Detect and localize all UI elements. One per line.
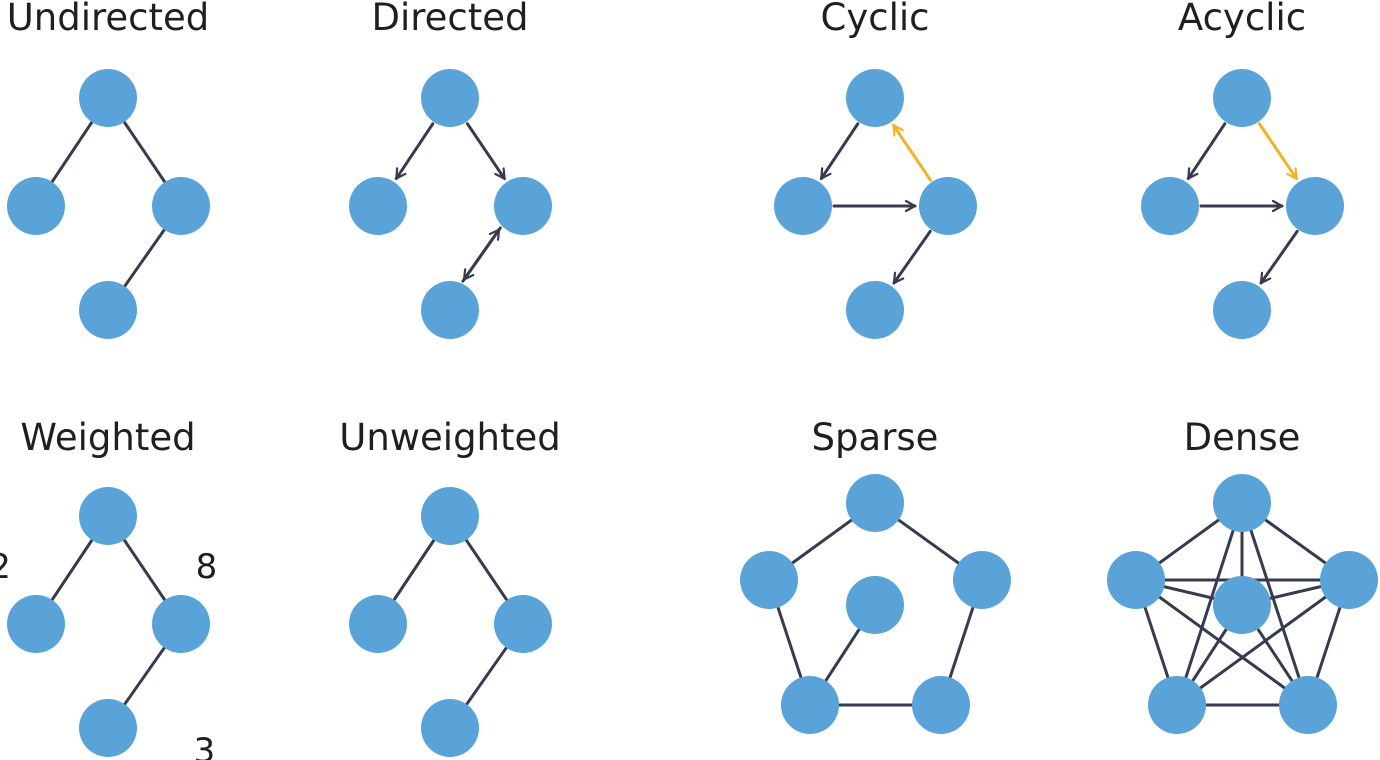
node-directed-left (349, 177, 407, 235)
weight-label-right-bottom: 3 (194, 731, 216, 760)
node-acyclic-left (1141, 177, 1199, 235)
node-dense-upper-left (1107, 551, 1165, 609)
edge-cyclic-right-to-top (891, 123, 933, 182)
node-unweighted-right (494, 595, 552, 653)
panel-title-weighted: Weighted (20, 416, 195, 459)
node-sparse-upper-right (953, 551, 1011, 609)
weight-label-top-left: 2 (0, 547, 11, 587)
weights-weighted: 2 8 3 (0, 547, 217, 760)
panel-weighted: Weighted 2 8 3 (0, 416, 217, 760)
node-acyclic-right (1286, 177, 1344, 235)
edge-dense-top-to-lower-right (1240, 501, 1310, 707)
panel-acyclic: Acyclic (1141, 0, 1344, 339)
weight-label-top-right: 8 (196, 547, 218, 587)
nodes-directed (349, 69, 552, 339)
nodes-acyclic (1141, 69, 1344, 339)
node-cyclic-right (919, 177, 977, 235)
node-cyclic-bottom (846, 281, 904, 339)
node-acyclic-top (1213, 69, 1271, 127)
node-unweighted-bottom (421, 699, 479, 757)
node-undirected-bottom (79, 281, 137, 339)
panel-unweighted: Unweighted (339, 416, 561, 757)
node-directed-top (421, 69, 479, 127)
panel-title-sparse: Sparse (812, 416, 939, 459)
node-undirected-top (79, 69, 137, 127)
panel-title-cyclic: Cyclic (821, 0, 930, 39)
edge-acyclic-top-to-left (1186, 122, 1227, 181)
node-dense-lower-left (1148, 676, 1206, 734)
node-sparse-upper-left (740, 551, 798, 609)
node-weighted-bottom (79, 699, 137, 757)
nodes-undirected (7, 69, 210, 339)
node-directed-right (494, 177, 552, 235)
node-unweighted-top (421, 487, 479, 545)
panel-sparse: Sparse (740, 416, 1011, 734)
node-acyclic-bottom (1213, 281, 1271, 339)
node-dense-upper-right (1320, 551, 1378, 609)
node-undirected-right (152, 177, 210, 235)
node-dense-center (1213, 576, 1271, 634)
edge-dense-upper-right-to-lower-left (1175, 578, 1351, 707)
edge-directed-top-to-left (394, 122, 435, 181)
edge-dense-top-to-lower-left (1175, 501, 1244, 707)
panel-directed: Directed (349, 0, 552, 339)
panel-cyclic: Cyclic (774, 0, 977, 339)
node-sparse-lower-left (781, 676, 839, 734)
node-dense-top (1213, 474, 1271, 532)
edges-acyclic (1186, 122, 1299, 285)
edges-directed (394, 122, 507, 283)
node-weighted-right (152, 595, 210, 653)
node-sparse-lower-right (912, 676, 970, 734)
node-weighted-left (7, 595, 65, 653)
node-weighted-top (79, 487, 137, 545)
nodes-cyclic (774, 69, 977, 339)
edges-cyclic (819, 122, 933, 285)
edge-directed-top-to-right (465, 122, 507, 181)
node-unweighted-left (349, 595, 407, 653)
edge-cyclic-top-to-left (819, 122, 860, 181)
nodes-unweighted (349, 487, 552, 757)
node-undirected-left (7, 177, 65, 235)
node-dense-lower-right (1279, 676, 1337, 734)
nodes-weighted (7, 487, 210, 757)
edge-cyclic-right-to-bottom (892, 229, 932, 285)
panel-dense: Dense (1107, 416, 1378, 734)
edge-dense-upper-left-to-lower-right (1134, 578, 1310, 707)
edge-directed-bottom-to-right (461, 228, 501, 283)
panel-title-dense: Dense (1184, 416, 1301, 459)
edge-acyclic-top-to-right (1257, 122, 1299, 181)
node-cyclic-top (846, 69, 904, 127)
nodes-sparse (740, 474, 1011, 734)
panel-title-unweighted: Unweighted (339, 416, 561, 459)
node-sparse-top (846, 474, 904, 532)
node-cyclic-left (774, 177, 832, 235)
nodes-dense (1107, 474, 1378, 734)
panel-undirected: Undirected (7, 0, 210, 339)
panel-title-directed: Directed (371, 0, 528, 39)
node-sparse-center (846, 576, 904, 634)
panel-title-acyclic: Acyclic (1178, 0, 1306, 39)
node-directed-bottom (421, 281, 479, 339)
panel-title-undirected: Undirected (7, 0, 210, 39)
edge-acyclic-right-to-bottom (1259, 229, 1299, 285)
